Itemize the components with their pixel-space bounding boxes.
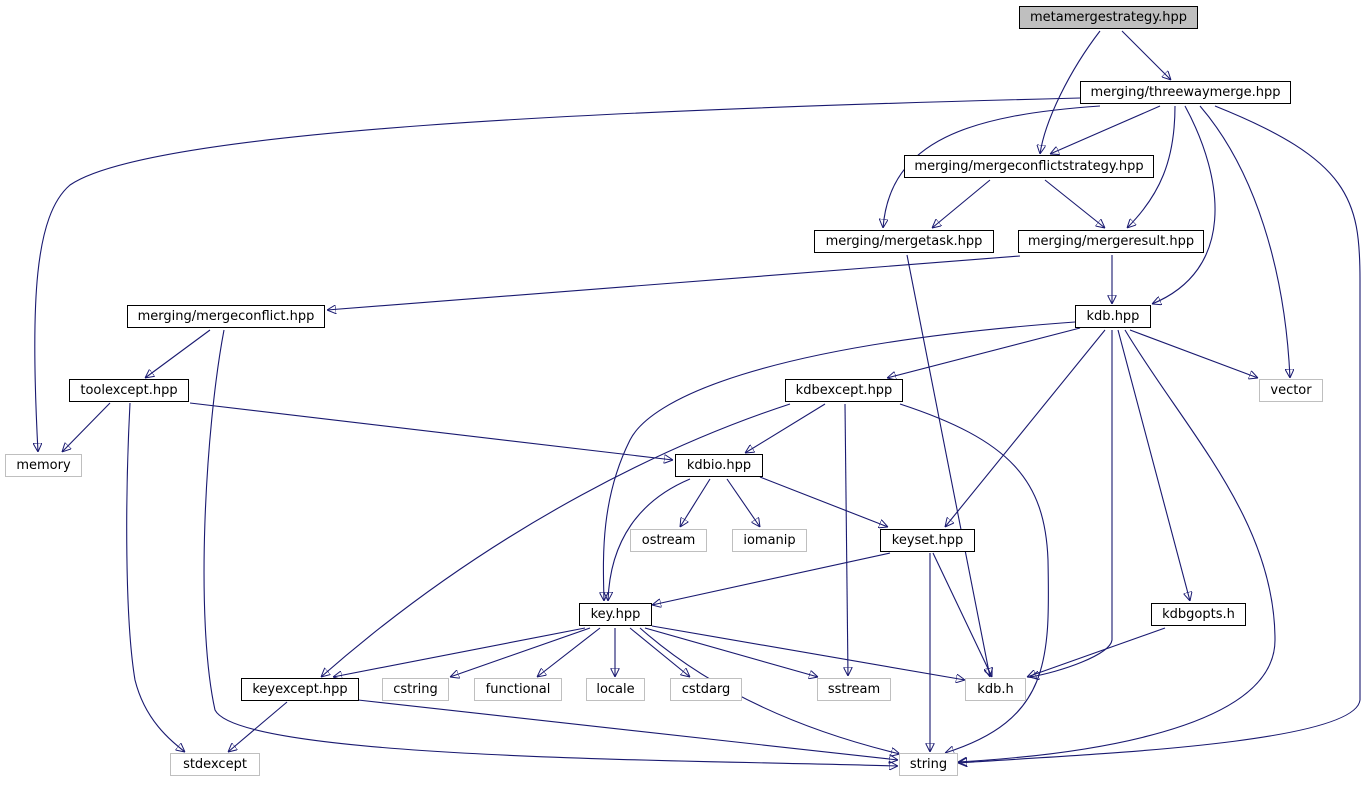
node-mergeconflict[interactable]: merging/mergeconflict.hpp xyxy=(127,305,325,328)
edge-key-string xyxy=(639,627,900,754)
node-string: string xyxy=(899,753,958,776)
edge-toolexcept-memory xyxy=(62,402,111,452)
node-kdbio[interactable]: kdbio.hpp xyxy=(675,454,763,477)
edge-mergeconflict-string xyxy=(203,329,898,766)
node-vector: vector xyxy=(1259,379,1323,402)
edge-kdbexcept-kdbio xyxy=(745,403,826,453)
edge-kdb-hpp-vector xyxy=(1129,329,1258,378)
node-sstream: sstream xyxy=(817,678,891,701)
edge-threewaymerge-mergeresult xyxy=(1127,105,1176,228)
node-keyset[interactable]: keyset.hpp xyxy=(880,529,975,552)
node-threewaymerge[interactable]: merging/threewaymerge.hpp xyxy=(1080,81,1291,104)
edge-key-cstdarg xyxy=(629,627,690,677)
node-kdb-h: kdb.h xyxy=(965,678,1026,701)
edge-mergeconflict-toolexcept xyxy=(145,329,211,378)
edge-toolexcept-stdexcept xyxy=(126,402,185,752)
edge-kdbexcept-keyexcept xyxy=(321,403,791,677)
edge-metamerge-mergeconflictstrategy xyxy=(1040,30,1101,154)
node-keyexcept[interactable]: keyexcept.hpp xyxy=(241,678,359,701)
edge-metamerge-threewaymerge xyxy=(1121,30,1171,80)
node-kdbexcept[interactable]: kdbexcept.hpp xyxy=(785,379,903,402)
node-mergeconflictstrategy[interactable]: merging/mergeconflictstrategy.hpp xyxy=(904,155,1154,178)
edge-kdbio-key xyxy=(608,478,691,601)
edge-threewaymerge-mergeconflictstrategy xyxy=(1050,105,1161,154)
node-cstring: cstring xyxy=(382,678,449,701)
edge-threewaymerge-vector xyxy=(1199,105,1290,378)
edge-mergeconflictstrategy-mergetask xyxy=(932,179,991,228)
edge-kdbio-ostream xyxy=(680,478,711,527)
edge-kdb-hpp-kdbexcept xyxy=(887,327,1081,378)
edge-mergetask-kdb-h xyxy=(906,254,990,677)
node-locale: locale xyxy=(586,678,645,701)
node-functional: functional xyxy=(474,678,562,701)
edge-mergeresult-mergeconflict xyxy=(327,255,1021,310)
node-mergetask[interactable]: merging/mergetask.hpp xyxy=(814,230,994,253)
edge-key-sstream xyxy=(644,627,818,677)
edge-keyexcept-string xyxy=(357,699,898,760)
edge-kdb-hpp-kdbgopts xyxy=(1117,329,1190,601)
node-memory: memory xyxy=(5,454,82,477)
edge-kdb-hpp-keyset xyxy=(945,329,1106,527)
edge-threewaymerge-memory xyxy=(35,97,1081,452)
node-key[interactable]: key.hpp xyxy=(579,603,652,626)
node-metamergestrategy: metamergestrategy.hpp xyxy=(1019,6,1198,29)
edge-threewaymerge-string xyxy=(958,105,1361,763)
edge-kdb-hpp-key xyxy=(603,321,1076,601)
node-mergeresult[interactable]: merging/mergeresult.hpp xyxy=(1018,230,1204,253)
edge-toolexcept-kdbio xyxy=(189,402,673,460)
node-cstdarg: cstdarg xyxy=(670,678,742,701)
edge-kdbio-iomanip xyxy=(726,478,760,527)
edge-kdbexcept-sstream xyxy=(845,403,848,676)
node-stdexcept: stdexcept xyxy=(170,753,260,776)
node-ostream: ostream xyxy=(630,529,707,552)
edge-kdbgopts-kdb-h xyxy=(1027,627,1166,677)
edge-keyset-key xyxy=(652,552,891,605)
edge-key-keyexcept xyxy=(333,627,586,677)
edge-keyexcept-stdexcept xyxy=(228,701,288,752)
edge-kdbexcept-string xyxy=(899,403,1050,753)
node-iomanip: iomanip xyxy=(732,529,807,552)
edge-threewaymerge-mergetask xyxy=(883,105,1101,228)
node-kdbgopts[interactable]: kdbgopts.h xyxy=(1151,603,1246,626)
edge-kdb-hpp-string xyxy=(958,329,1276,762)
node-kdb-hpp[interactable]: kdb.hpp xyxy=(1075,305,1151,328)
edge-key-cstring xyxy=(450,627,591,677)
edge-kdb-hpp-kdb-h xyxy=(1030,330,1113,677)
edge-threewaymerge-kdb-hpp xyxy=(1152,105,1216,304)
edge-mergeconflictstrategy-mergeresult xyxy=(1044,179,1105,228)
node-toolexcept[interactable]: toolexcept.hpp xyxy=(69,379,189,402)
edge-key-functional xyxy=(537,627,601,677)
edge-key-kdb-h xyxy=(651,625,965,680)
edge-kdbio-keyset xyxy=(759,476,888,527)
edge-keyset-kdb-h xyxy=(932,552,992,677)
